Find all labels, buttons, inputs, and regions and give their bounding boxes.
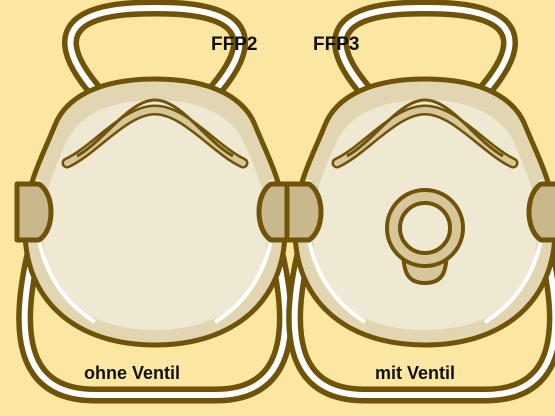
mask-type-label-ffp2: FFP2 — [211, 35, 257, 54]
mask-caption-no-valve: ohne Ventil — [84, 364, 180, 382]
mask-caption-with-valve: mit Ventil — [375, 364, 455, 382]
mask-type-label-ffp3: FFP3 — [313, 35, 359, 54]
mask-ffp2 — [17, 8, 293, 395]
